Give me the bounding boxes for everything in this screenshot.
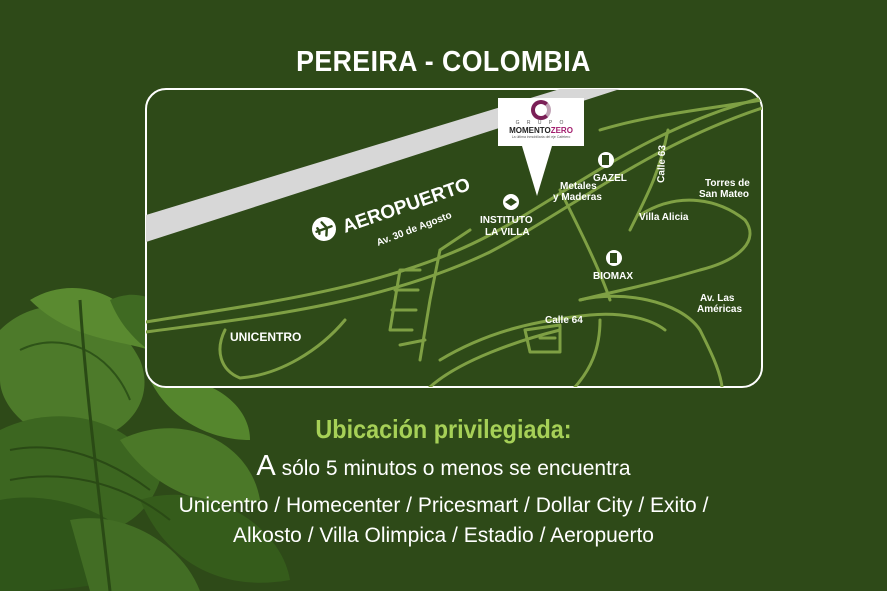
label-metales-line2: y Maderas (553, 192, 602, 203)
road-biomax (558, 188, 612, 302)
headline: Ubicación privilegiada: (315, 414, 572, 444)
road-av-las-americas (578, 294, 724, 387)
gas-station-icon (606, 250, 622, 266)
label-villa-alicia: Villa Alicia (639, 212, 689, 223)
logo-tagline: La última inmobiliaria del eje Cafetero (511, 135, 571, 139)
label-unicentro: UNICENTRO (230, 330, 301, 344)
label-calle-64: Calle 64 (545, 315, 583, 326)
road-upper-branch (598, 98, 762, 132)
label-calle-63: Calle 63 (656, 145, 668, 184)
label-metales-line1: Metales (560, 181, 597, 192)
road-calle-64 (438, 312, 667, 362)
label-torres-line2: San Mateo (699, 189, 749, 200)
places-line-2: Alkosto / Villa Olimpica / Estadio / Aer… (233, 524, 654, 547)
label-biomax: BIOMAX (593, 271, 633, 282)
road-av-30-de-agosto (146, 96, 762, 324)
subline-text: sólo 5 minutos o menos se encuentra (275, 457, 631, 480)
logo-brand-main: MOMENTO (509, 126, 551, 135)
label-av-americas-line2: Américas (697, 304, 742, 315)
subline: A sólo 5 minutos o menos se encuentra (0, 450, 887, 483)
company-logo: G R U P O MOMENTOZERO La última inmobili… (498, 98, 584, 146)
logo-brand-accent: ZERO (550, 126, 573, 135)
logo-group-text: G R U P O (515, 120, 567, 126)
label-torres-line1: Torres de (705, 178, 750, 189)
label-av-americas-line1: Av. Las (700, 293, 735, 304)
road-south-branch (428, 328, 562, 387)
location-pin-icon (522, 146, 552, 196)
road-unicentro (218, 318, 347, 380)
logo-mark (531, 100, 551, 120)
gas-station-icon (598, 152, 614, 168)
road-villa-alicia (578, 198, 752, 302)
page-title: PEREIRA - COLOMBIA (296, 46, 591, 78)
road-residential (388, 228, 472, 362)
places-line-1: Unicentro / Homecenter / Pricesmart / Do… (178, 494, 709, 517)
school-icon (503, 194, 519, 210)
logo-brand: MOMENTOZERO (498, 126, 584, 135)
label-gazel: GAZEL (593, 173, 627, 184)
label-instituto-line2: LA VILLA (485, 227, 530, 238)
road-calle-63 (628, 128, 670, 232)
subline-initial: A (256, 450, 276, 482)
label-instituto-line1: INSTITUTO (480, 215, 533, 226)
road-lower-right (573, 318, 602, 387)
leaf-illustration (0, 288, 290, 591)
airplane-icon (312, 217, 336, 241)
road-blocks (523, 323, 562, 354)
